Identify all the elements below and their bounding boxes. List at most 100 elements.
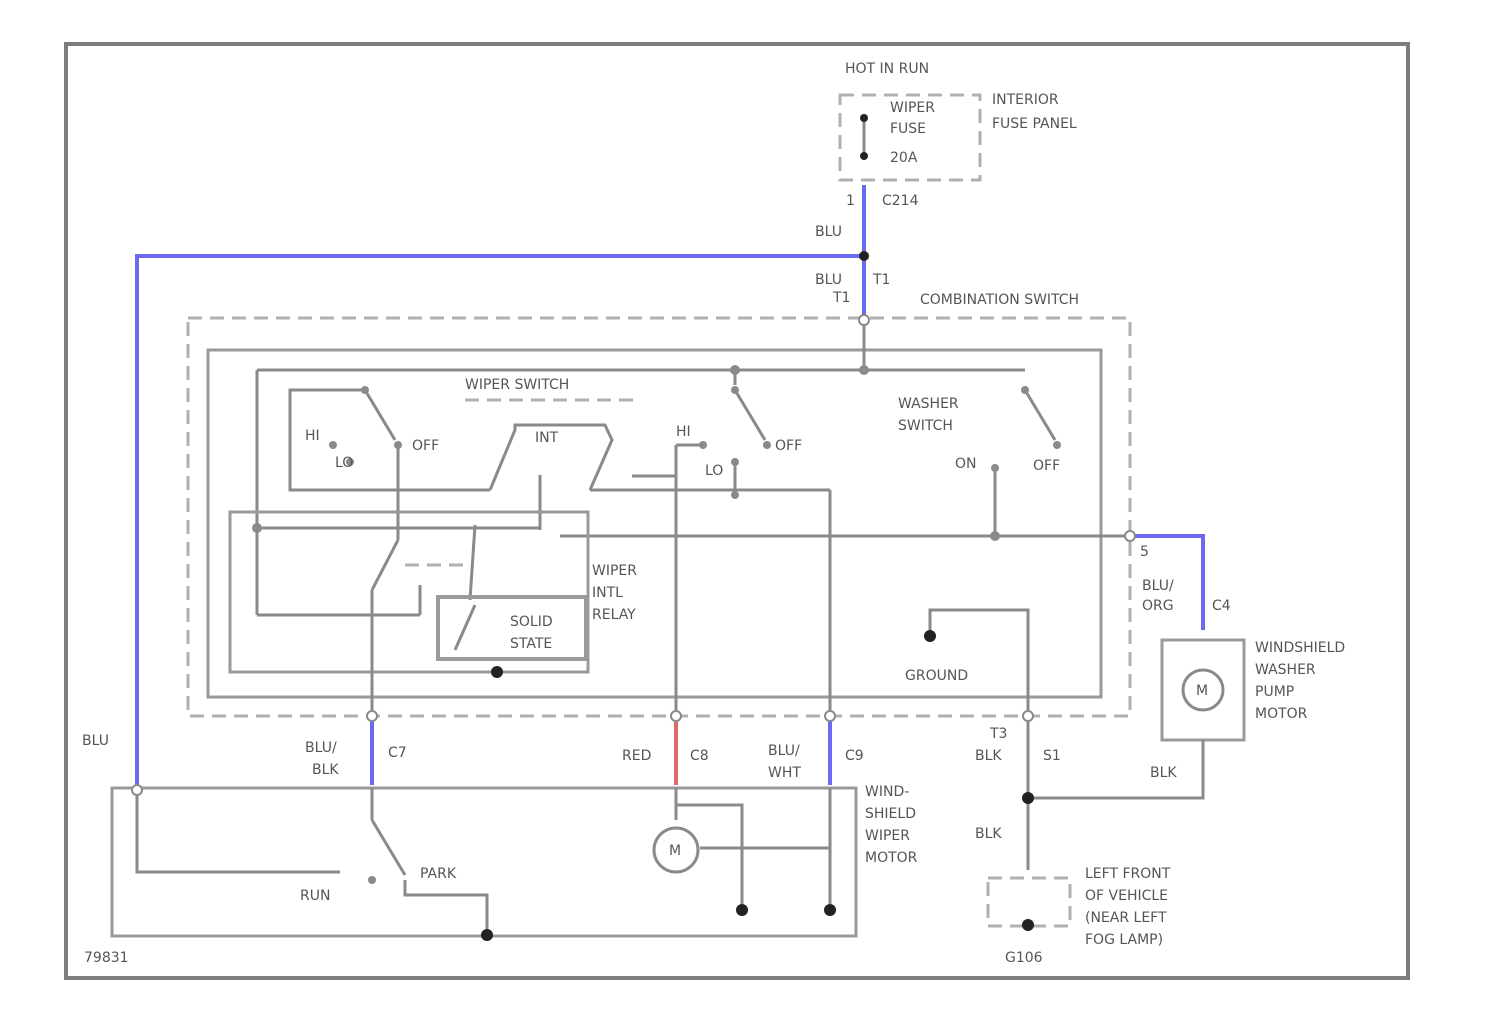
internal-ground-dot (924, 630, 936, 642)
blu-left-label: BLU (82, 733, 109, 749)
t1-label-b: T1 (832, 290, 850, 306)
pump-label-3: PUMP (1255, 684, 1294, 700)
lo-label-2: LO (705, 463, 723, 479)
fuse-name-label-2: FUSE (890, 121, 926, 137)
conn-c9-label: C9 (845, 748, 864, 764)
fuse-name-label-1: WIPER (890, 100, 935, 116)
wiper-switch-a-blade (365, 390, 395, 440)
motor-label-1: WIND- (865, 784, 909, 800)
relay-blade-2 (470, 525, 475, 600)
blu-wht-label-1: BLU/ (768, 743, 800, 759)
wiper-switch-b-arm (735, 390, 765, 440)
park-label: PARK (420, 866, 457, 882)
run-park-wire (137, 788, 340, 872)
pin-combo-top (859, 315, 869, 325)
washer-contact-off (1053, 441, 1061, 449)
fuse-amp-label: 20A (890, 150, 918, 166)
blu-blk-label-2: BLK (312, 762, 339, 778)
relay-splice (252, 523, 262, 533)
bus-splice-1 (859, 365, 869, 375)
internal-ground-wire (930, 610, 1028, 710)
t3-label: T3 (989, 726, 1007, 742)
fuse-terminal-bottom (860, 152, 868, 160)
combination-switch-label: COMBINATION SWITCH (920, 292, 1079, 308)
contact-a-top (361, 386, 369, 394)
pump-label-2: WASHER (1255, 662, 1316, 678)
washer-switch-blade (1025, 390, 1055, 440)
pin-c7 (367, 711, 377, 721)
lamp-label-3: (NEAR LEFT (1085, 910, 1167, 926)
off-label-2: OFF (775, 438, 802, 454)
blu-wht-label-2: WHT (768, 765, 801, 781)
lamp-label-1: LEFT FRONT (1085, 866, 1171, 882)
hi-label-1: HI (305, 428, 320, 444)
solid-state-label-2: STATE (510, 636, 552, 652)
blu-branch-wire (137, 256, 864, 785)
hot-in-run-label: HOT IN RUN (845, 61, 929, 77)
conn-c7-label: C7 (388, 745, 407, 761)
solid-state-ground (491, 666, 503, 678)
g106-label: G106 (1005, 950, 1043, 966)
washer-splice (990, 531, 1000, 541)
park-wire (405, 880, 487, 935)
wiper-switch-label: WIPER SWITCH (465, 377, 569, 393)
lo-label-1: LO (335, 455, 353, 471)
pin-motor-left (132, 785, 142, 795)
motor-m-label: M (669, 843, 681, 859)
blu-blk-label-1: BLU/ (305, 740, 337, 756)
ground-label: GROUND (905, 668, 968, 684)
pin-pump-out (1125, 531, 1135, 541)
relay-label-1: WIPER (592, 563, 637, 579)
blu-org-label-1: BLU/ (1142, 578, 1174, 594)
pin-5-label: 5 (1140, 544, 1149, 560)
motor-label-2: SHIELD (865, 806, 916, 822)
corner-id-label: 79831 (84, 950, 129, 966)
blu-org-label-2: ORG (1142, 598, 1174, 614)
lamp-label-2: OF VEHICLE (1085, 888, 1168, 904)
washer-switch-label-2: SWITCH (898, 418, 953, 434)
on-label: ON (955, 456, 977, 472)
blk-label-3: BLK (975, 826, 1002, 842)
splice-blu (859, 251, 869, 261)
conn-c214-label: C214 (882, 193, 919, 209)
conn-c8-label: C8 (690, 748, 709, 764)
red-label: RED (622, 748, 651, 764)
washer-switch-label-1: WASHER (898, 396, 959, 412)
pin-1-label: 1 (846, 193, 855, 209)
ground-splice (1022, 792, 1034, 804)
combination-switch-box (188, 318, 1130, 716)
blu-label-b: BLU (815, 272, 842, 288)
contact-a-hi (329, 441, 337, 449)
conn-c4-label: C4 (1212, 598, 1231, 614)
relay-label-2: INTL (592, 585, 623, 601)
solid-state-switch (455, 605, 475, 650)
switch-inner-box (208, 350, 1101, 697)
motor-ground-2 (736, 904, 748, 916)
lamp-label-4: FOG LAMP) (1085, 932, 1163, 948)
int-label: INT (535, 430, 559, 446)
pump-m-label: M (1196, 683, 1208, 699)
fuse-panel-label-2: FUSE PANEL (992, 116, 1077, 132)
relay-label-3: RELAY (592, 607, 636, 623)
hi-label-2: HI (676, 424, 691, 440)
off-label-1: OFF (412, 438, 439, 454)
off-label-3: OFF (1033, 458, 1060, 474)
motor-ground-1 (481, 929, 493, 941)
blk-label-2: BLK (1150, 765, 1177, 781)
motor-ground-3 (824, 904, 836, 916)
contact-b-top (731, 386, 739, 394)
t1-label-a: T1 (872, 272, 890, 288)
motor-label-3: WIPER (865, 828, 910, 844)
run-label: RUN (300, 888, 330, 904)
pin-c8 (671, 711, 681, 721)
solid-state-label-1: SOLID (510, 614, 553, 630)
connector-pins (132, 315, 1135, 795)
washer-contact-top (1021, 386, 1029, 394)
pin-c9 (825, 711, 835, 721)
g106-ground (1022, 919, 1034, 931)
splice-lo-b (731, 491, 739, 499)
fog-lamp-ground-box (988, 878, 1070, 926)
fuse-terminal-top (860, 114, 868, 122)
